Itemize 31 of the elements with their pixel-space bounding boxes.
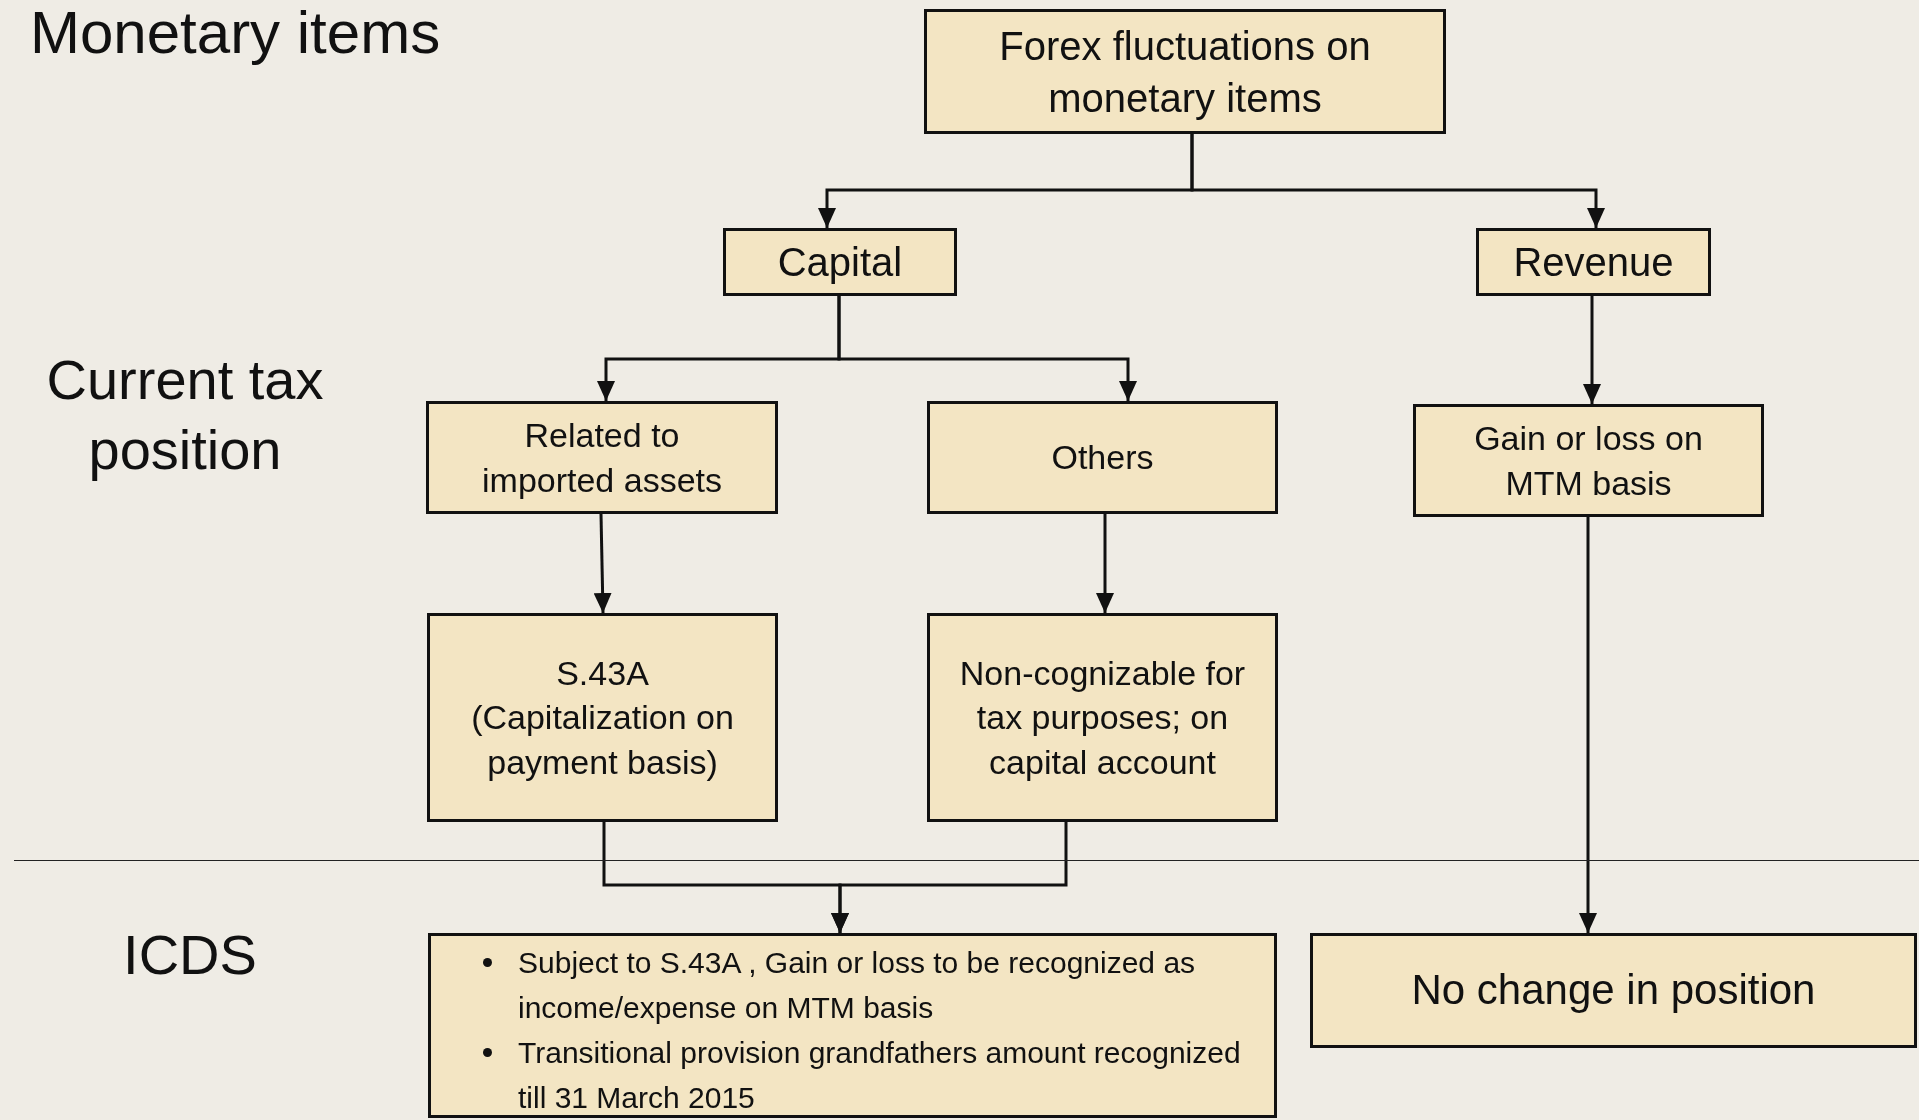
box-text: No change in position bbox=[1411, 965, 1816, 1016]
arrow bbox=[1583, 296, 1601, 404]
box-text: Gain or loss on MTM basis bbox=[1473, 418, 1704, 504]
box-text: Others bbox=[1051, 437, 1154, 479]
box-text: Forex fluctuations on monetary items bbox=[998, 22, 1372, 122]
box-text: Related to imported assets bbox=[481, 415, 723, 501]
process-box bbox=[428, 933, 1277, 1118]
process-box bbox=[927, 613, 1278, 822]
process-box bbox=[723, 228, 957, 296]
process-box bbox=[426, 401, 778, 514]
bullet-text: Subject to S.43A , Gain or loss to be recognized as income/expense on MTM basis bbox=[518, 945, 1197, 1026]
title: Monetary items bbox=[30, 0, 441, 66]
process-box bbox=[1310, 933, 1917, 1048]
box-text: Capital bbox=[777, 239, 903, 286]
row-label: ICDS bbox=[122, 922, 258, 988]
process-box bbox=[927, 401, 1278, 514]
bullet-text: Transitional provision grandfathers amount recognized till 31 March 2015 bbox=[518, 1035, 1242, 1116]
process-box bbox=[1476, 228, 1711, 296]
process-box bbox=[924, 9, 1446, 134]
row-label: Current tax position bbox=[45, 347, 325, 483]
process-box bbox=[1413, 404, 1764, 517]
box-text: Revenue bbox=[1513, 239, 1674, 286]
arrow bbox=[837, 296, 1137, 401]
process-box bbox=[427, 613, 778, 822]
arrow bbox=[1579, 517, 1597, 933]
arrow bbox=[831, 822, 1068, 933]
arrow bbox=[593, 513, 612, 614]
arrow bbox=[1190, 134, 1605, 228]
box-text: Non-cognizable for tax purposes; on capital account bbox=[958, 653, 1247, 783]
arrow bbox=[1096, 514, 1114, 613]
box-text: S.43A (Capitalization on payment basis) bbox=[470, 653, 735, 783]
